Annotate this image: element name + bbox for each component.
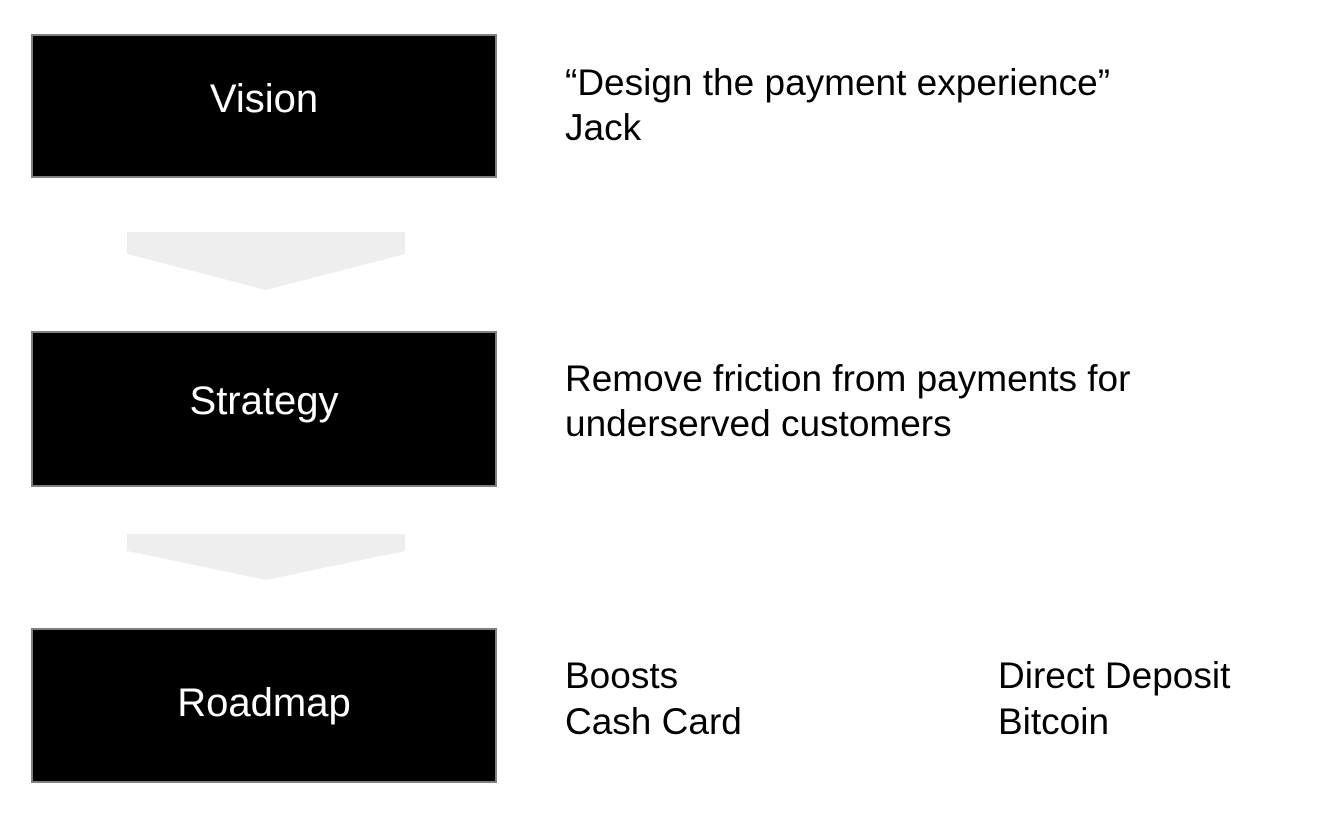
down-arrow-icon-shape [127, 232, 405, 290]
roadmap-detail-text: Boosts Cash Card Direct Deposit Bitcoin [565, 653, 1328, 745]
stage-box-strategy[interactable]: Strategy [31, 331, 497, 487]
vision-detail-text: “Design the payment experience” Jack [565, 62, 1111, 148]
stage-box-vision[interactable]: Vision [31, 34, 497, 178]
roadmap-item-boosts: Boosts [565, 655, 679, 696]
roadmap-column-2: Direct Deposit Bitcoin [998, 653, 1328, 745]
down-arrow-icon-strategy-to-roadmap [127, 534, 405, 580]
stage-box-roadmap-label: Roadmap [177, 680, 351, 725]
roadmap-item-bitcoin: Bitcoin [998, 701, 1110, 742]
down-arrow-icon-shape [127, 534, 405, 580]
stage-box-strategy-label: Strategy [189, 379, 339, 423]
stage-box-roadmap[interactable]: Roadmap [31, 628, 497, 783]
stage-box-vision-label: Vision [209, 77, 319, 121]
roadmap-item-direct-deposit: Direct Deposit [998, 655, 1231, 696]
down-arrow-icon-vision-to-strategy [127, 232, 405, 290]
strategy-detail-text: Remove friction from payments for unders… [565, 358, 1131, 444]
roadmap-item-cash-card: Cash Card [565, 701, 742, 742]
roadmap-column-1: Boosts Cash Card [565, 653, 998, 745]
